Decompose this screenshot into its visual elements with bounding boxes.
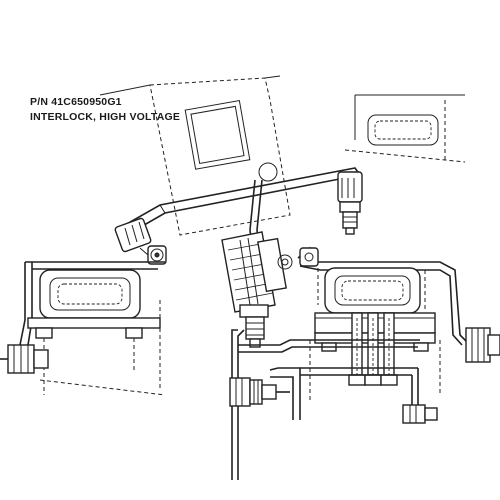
left-interlock-assembly	[0, 261, 166, 396]
part-number-label: P/N 41C650950G1	[30, 96, 122, 108]
center-switch-body	[221, 231, 293, 480]
lower-center-bracket	[229, 339, 438, 424]
diagonal-actuator-arm	[124, 167, 362, 233]
left-arm-insulator	[114, 217, 167, 265]
right-arm-insulator	[337, 171, 363, 235]
right-interlock-assembly	[297, 246, 500, 400]
upper-mounting-plate	[99, 75, 291, 236]
upper-right-panel	[344, 94, 466, 163]
part-title-label: INTERLOCK, HIGH VOLTAGE	[30, 111, 181, 123]
